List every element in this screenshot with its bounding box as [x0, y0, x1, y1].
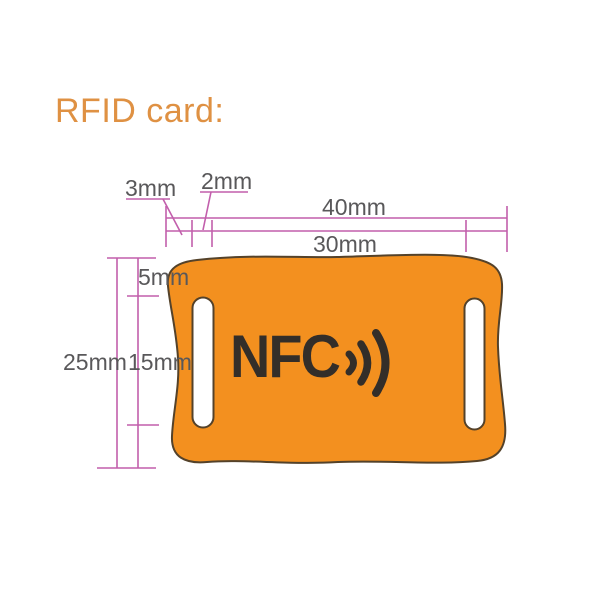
dim-label-slot-width: 2mm: [201, 168, 253, 194]
dim-label-card-height: 25mm: [63, 349, 127, 375]
dim-label-edge-to-slot: 3mm: [125, 175, 177, 201]
dim-line-card-height: [97, 257, 159, 469]
dim-line-card-width: [165, 206, 508, 252]
card-slot-left: [191, 296, 215, 429]
page-title: RFID card:: [55, 92, 225, 130]
dim-label-card-width: 40mm: [322, 194, 386, 220]
dim-leader-3mm: [126, 198, 183, 236]
dim-label-slot-spacing: 30mm: [313, 231, 377, 257]
nfc-signal-waves-icon: [345, 329, 390, 397]
card-slot-right: [463, 297, 486, 431]
dim-leader-2mm: [200, 191, 248, 231]
card-body: [166, 253, 507, 464]
dim-label-slot-height: 15mm: [128, 349, 192, 375]
nfc-label: NFC: [230, 323, 341, 390]
dim-label-top-to-slot: 5mm: [138, 264, 190, 290]
dimension-lines: [97, 191, 508, 469]
dim-ticks-slot: [191, 220, 467, 252]
